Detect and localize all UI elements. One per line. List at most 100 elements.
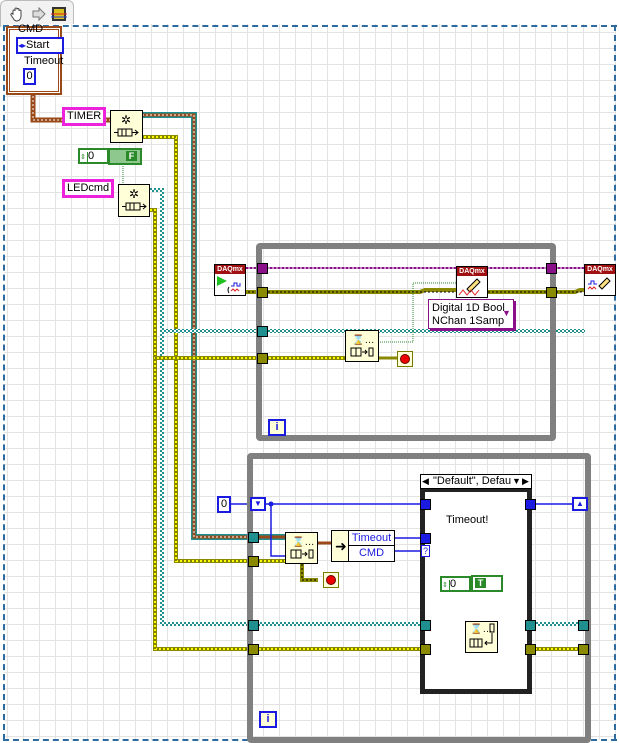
case-selector-value: "Default", Defau xyxy=(433,475,512,487)
case-error-tunnel-out xyxy=(525,644,536,655)
timer-error-tunnel xyxy=(248,556,259,567)
error-tunnel-out xyxy=(546,287,557,298)
wait-timeout-constant[interactable]: 0 xyxy=(217,496,231,513)
increment-arrows-icon[interactable]: ⇕ xyxy=(442,580,450,592)
enqueue-element[interactable]: ⌛… xyxy=(465,621,498,653)
timeout-numeric[interactable]: 0 xyxy=(23,68,36,85)
stop-icon xyxy=(326,575,336,585)
dequeue-element-upper[interactable]: ⌛… xyxy=(345,330,379,362)
case-timeout-tunnel xyxy=(420,533,431,544)
led-error-tunnel-out xyxy=(578,644,589,655)
dropdown-arrow-icon[interactable]: ▼ xyxy=(502,308,511,318)
case-bool-array-constant[interactable]: T xyxy=(471,575,503,592)
lower-while-loop[interactable] xyxy=(247,453,591,743)
svg-text:⌛…: ⌛… xyxy=(470,622,492,635)
case-numeric-constant[interactable]: ⇕0 xyxy=(440,576,471,592)
case-prev-icon[interactable]: ◀ xyxy=(422,476,429,486)
bool-true-label: T xyxy=(475,578,486,588)
case-queue-tunnel-in xyxy=(420,620,431,631)
led-numeric-constant[interactable]: ⇕0 xyxy=(78,148,109,164)
led-error-tunnel xyxy=(248,644,259,655)
led-error-wire xyxy=(148,208,585,651)
led-queue-tunnel xyxy=(248,620,259,631)
obtain-queue-timer[interactable]: ✲ xyxy=(110,110,143,143)
case-selector-label[interactable]: ◀ "Default", Defau ▼ ▶ xyxy=(420,474,532,489)
daq-error-wire xyxy=(244,288,585,294)
diagram-border-top xyxy=(3,25,617,27)
daqmx-header: DAQmx xyxy=(457,267,487,276)
shift-register-right[interactable]: ▲ xyxy=(572,497,588,511)
enum-arrows-icon[interactable]: ◂▸ xyxy=(18,41,27,50)
svg-text:✲: ✲ xyxy=(129,187,139,201)
dequeue-icon: ⌛… xyxy=(290,535,314,559)
write-mode-line1: Digital 1D Bool xyxy=(432,302,505,314)
upper-while-loop[interactable] xyxy=(256,243,556,441)
write-mode-line2: NChan 1Samp xyxy=(432,315,505,327)
daqmx-start-task[interactable]: DAQmx xyxy=(214,264,246,296)
case-timeout-text: Timeout! xyxy=(446,514,489,526)
numeric-value: 0 xyxy=(450,578,457,590)
svg-text:⌛…: ⌛… xyxy=(352,333,374,346)
task-tunnel-in xyxy=(257,263,268,274)
hand-tool-icon[interactable] xyxy=(9,6,25,22)
led-data-wire xyxy=(378,282,456,343)
cmd-enum[interactable]: ◂▸Start xyxy=(16,37,64,54)
wire-junction xyxy=(268,501,274,507)
queue-error-tunnel-in xyxy=(257,353,268,364)
timer-error-wire xyxy=(142,135,318,582)
dequeue-icon: ⌛… xyxy=(350,333,374,357)
stop-terminal-upper[interactable] xyxy=(397,351,413,367)
case-shift-tunnel-in xyxy=(420,499,431,510)
shift-register-down-icon: ▼ xyxy=(254,499,262,508)
error-tunnel-in xyxy=(257,287,268,298)
cmd-cluster-constant[interactable]: CMD ◂▸Start Timeout 0 xyxy=(6,23,64,95)
unbundle-field-timeout[interactable]: Timeout xyxy=(348,531,394,546)
shift-register-up-icon: ▲ xyxy=(576,499,584,508)
timer-queue-tunnel xyxy=(248,532,259,543)
case-queue-tunnel-out xyxy=(525,620,536,631)
stop-terminal-lower[interactable] xyxy=(323,572,339,588)
clear-eraser-icon xyxy=(587,277,611,290)
daqmx-clear-task[interactable]: DAQmx xyxy=(584,264,616,296)
stop-icon xyxy=(400,354,410,364)
queue-tunnel-in xyxy=(257,326,268,337)
diagram-border-right xyxy=(614,25,616,740)
write-pencil-icon xyxy=(458,278,481,296)
unbundle-by-name[interactable]: ➜ Timeout CMD xyxy=(331,530,395,562)
diagram-border-left xyxy=(3,25,5,740)
svg-text:⌛…: ⌛… xyxy=(292,535,314,548)
diagram-toolbar xyxy=(0,0,74,27)
timer-queue-wire xyxy=(142,112,332,545)
lower-loop-iteration-terminal: i xyxy=(259,711,277,728)
case-selector-terminal[interactable]: ? xyxy=(421,545,430,557)
increment-arrows-icon[interactable]: ⇕ xyxy=(80,152,88,164)
start-task-icon xyxy=(217,276,241,294)
task-tunnel-out xyxy=(546,263,557,274)
shift-register-left[interactable]: ▼ xyxy=(250,497,266,511)
bool-array-constant[interactable]: F xyxy=(108,148,142,165)
case-shift-tunnel-out xyxy=(525,499,536,510)
obtain-queue-led[interactable]: ✲ xyxy=(118,184,150,217)
unbundle-arrow-icon: ➜ xyxy=(335,538,347,554)
unbundle-field-cmd[interactable]: CMD xyxy=(348,546,394,561)
enqueue-icon: ⌛… xyxy=(469,622,495,648)
led-queue-tunnel-out xyxy=(578,620,589,631)
timeout-label: Timeout xyxy=(24,55,64,67)
timer-queue-name-constant[interactable]: TIMER xyxy=(62,107,107,126)
obtain-queue-icon: ✲ xyxy=(114,113,139,137)
led-queue-name-constant[interactable]: LEDcmd xyxy=(62,179,115,198)
case-error-tunnel-in xyxy=(420,644,431,655)
cluster-label: CMD xyxy=(18,23,44,35)
daqmx-write-mode-selector[interactable]: Digital 1D Bool NChan 1Samp ▼ xyxy=(428,299,514,329)
case-dropdown-icon[interactable]: ▼ xyxy=(512,476,521,486)
svg-text:✲: ✲ xyxy=(121,113,131,127)
bool-false-label: F xyxy=(126,151,137,161)
dequeue-element-lower[interactable]: ⌛… xyxy=(285,532,318,564)
obtain-queue-icon: ✲ xyxy=(122,187,147,211)
highlight-execution-icon[interactable] xyxy=(51,6,67,22)
upper-loop-iteration-terminal: i xyxy=(268,419,286,436)
daqmx-write[interactable]: DAQmx xyxy=(456,266,488,298)
case-next-icon[interactable]: ▶ xyxy=(522,476,529,486)
run-arrow-icon[interactable] xyxy=(31,6,47,22)
